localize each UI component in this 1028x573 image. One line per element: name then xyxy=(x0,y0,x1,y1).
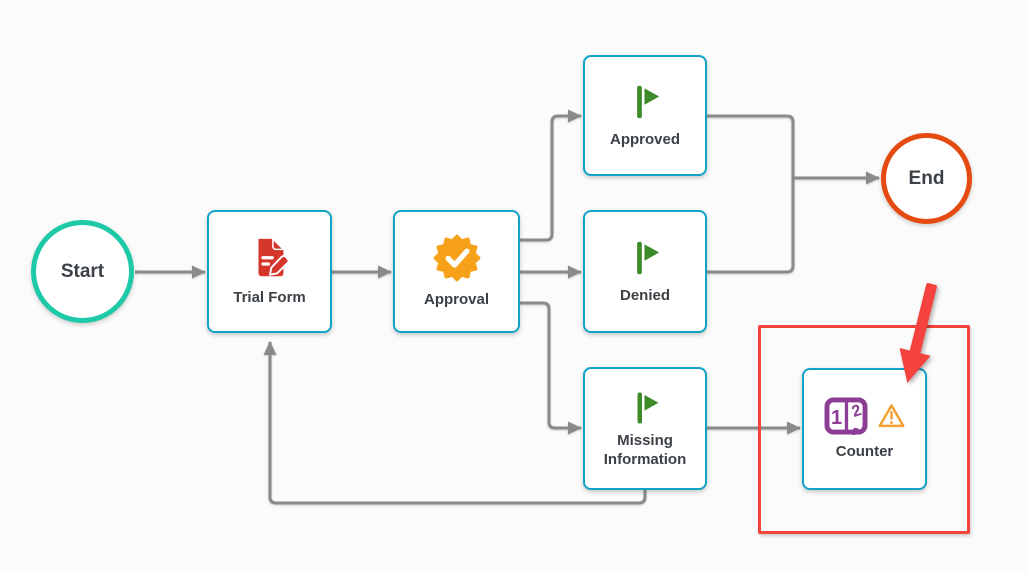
warning-triangle-icon[interactable] xyxy=(877,403,906,429)
approval-seal-icon xyxy=(432,233,482,283)
node-start-label: Start xyxy=(60,260,105,282)
node-approval[interactable]: Approval xyxy=(393,210,520,333)
node-approval-label: Approval xyxy=(423,291,489,309)
node-denied[interactable]: Denied xyxy=(583,210,707,333)
counter-icon-row: 1 2 2 xyxy=(824,397,906,435)
node-denied-label: Denied xyxy=(619,287,670,305)
flag-icon xyxy=(624,81,666,123)
node-end[interactable]: End xyxy=(881,133,972,224)
node-counter[interactable]: 1 2 2 Counter xyxy=(802,368,927,490)
edge-denied-merge xyxy=(707,178,795,274)
edge-approval-approved xyxy=(520,109,582,242)
counter-icon: 1 2 2 xyxy=(824,397,868,435)
node-approved-label: Approved xyxy=(609,131,680,149)
edge-approval-missinginfo xyxy=(520,301,582,435)
node-counter-label: Counter xyxy=(835,442,894,460)
node-approved[interactable]: Approved xyxy=(583,55,707,176)
svg-text:1: 1 xyxy=(830,407,841,429)
node-missing-information-label: Missing Information xyxy=(603,431,687,468)
flag-icon xyxy=(624,237,666,279)
node-trial-form-label: Trial Form xyxy=(233,289,306,307)
node-start[interactable]: Start xyxy=(31,220,134,323)
flag-icon xyxy=(625,388,665,428)
edge-approved-merge xyxy=(707,114,795,178)
node-end-label: End xyxy=(908,167,945,189)
node-trial-form[interactable]: Trial Form xyxy=(207,210,332,333)
edge-missinginfo-trialform-loop xyxy=(263,341,647,505)
document-edit-icon xyxy=(247,235,293,281)
node-missing-information[interactable]: Missing Information xyxy=(583,367,707,490)
